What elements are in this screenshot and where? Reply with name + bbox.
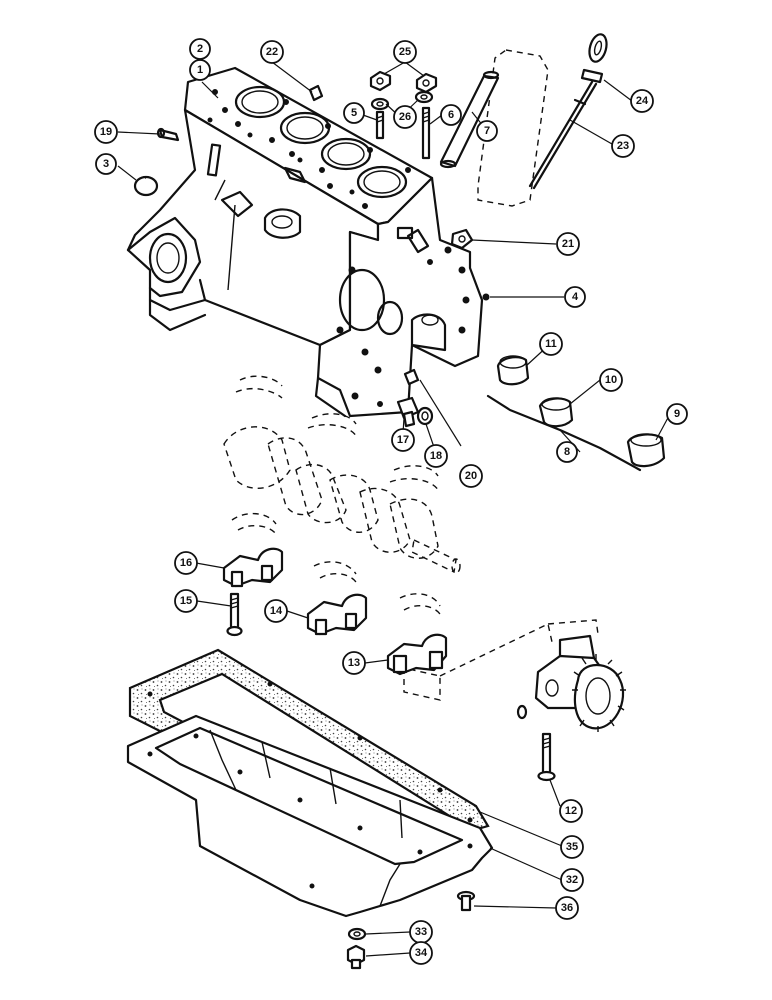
main-bearing-cap-13 — [386, 633, 448, 676]
callout-21: 21 — [556, 232, 580, 256]
nuts-25 — [369, 70, 438, 94]
svg-text:25: 25 — [399, 46, 411, 58]
plug-4 — [482, 293, 490, 301]
svg-text:3: 3 — [103, 158, 109, 170]
callout-7: 7 — [476, 120, 498, 142]
svg-text:33: 33 — [415, 926, 427, 938]
callout-12: 12 — [559, 799, 583, 823]
svg-text:8: 8 — [564, 446, 570, 458]
svg-text:36: 36 — [561, 902, 573, 914]
callout-17: 17 — [391, 428, 415, 452]
drain-plug-34 — [346, 944, 366, 970]
svg-text:21: 21 — [562, 238, 574, 250]
oil-pump — [516, 634, 626, 732]
callout-32: 32 — [560, 868, 584, 892]
svg-text:19: 19 — [100, 126, 112, 138]
callout-10: 10 — [599, 368, 623, 392]
svg-text:35: 35 — [566, 841, 578, 853]
pump-bolt-12 — [537, 732, 556, 782]
pan-bolt-36 — [456, 890, 476, 912]
svg-text:13: 13 — [348, 657, 360, 669]
cylinder-block — [126, 66, 484, 418]
callout-33: 33 — [409, 920, 433, 944]
svg-text:34: 34 — [415, 947, 428, 959]
callout-16: 16 — [174, 551, 198, 575]
svg-text:1: 1 — [197, 64, 203, 76]
main-bearing-cap-16 — [222, 547, 284, 588]
callout-20: 20 — [459, 464, 483, 488]
callout-2: 2 — [189, 38, 211, 60]
svg-text:10: 10 — [605, 374, 617, 386]
camshaft-bearings — [486, 355, 666, 472]
oil-pan — [126, 714, 494, 918]
callout-35: 35 — [560, 835, 584, 859]
svg-text:2: 2 — [197, 43, 203, 55]
studs-5-6 — [375, 106, 431, 160]
plug-22 — [308, 84, 324, 102]
callout-15: 15 — [174, 589, 198, 613]
svg-text:4: 4 — [572, 291, 579, 303]
svg-text:16: 16 — [180, 557, 192, 569]
svg-text:15: 15 — [180, 595, 192, 607]
callout-5: 5 — [343, 102, 365, 124]
expansion-plug-3 — [133, 175, 159, 197]
callout-6: 6 — [440, 104, 462, 126]
callout-3: 3 — [95, 153, 117, 175]
svg-text:18: 18 — [430, 450, 442, 462]
fitting-17-18 — [396, 396, 434, 428]
svg-text:24: 24 — [636, 95, 649, 107]
callout-11: 11 — [539, 332, 563, 356]
callout-24: 24 — [630, 89, 654, 113]
callout-34: 34 — [409, 941, 433, 965]
callout-18: 18 — [424, 444, 448, 468]
callout-13: 13 — [342, 651, 366, 675]
callout-4: 4 — [564, 286, 586, 308]
callout-8: 8 — [556, 441, 578, 463]
callout-22: 22 — [260, 40, 284, 64]
svg-text:26: 26 — [399, 111, 411, 123]
svg-text:7: 7 — [484, 125, 490, 137]
callout-14: 14 — [264, 599, 288, 623]
svg-text:6: 6 — [448, 109, 454, 121]
drain-plug-washer-33 — [347, 927, 367, 941]
dipstick-tube-7 — [439, 49, 549, 207]
oil-pressure-fitting-21 — [450, 228, 474, 250]
callout-26: 26 — [393, 105, 417, 129]
callout-25: 25 — [393, 40, 417, 64]
callout-1: 1 — [189, 59, 211, 81]
callout-36: 36 — [555, 896, 579, 920]
cap-bolt-15 — [226, 592, 243, 637]
callout-23: 23 — [611, 134, 635, 158]
svg-text:32: 32 — [566, 874, 578, 886]
dipstick-23 — [528, 33, 608, 190]
washers-26 — [370, 90, 434, 111]
callout-19: 19 — [94, 120, 118, 144]
plug-20 — [403, 368, 420, 386]
svg-text:12: 12 — [565, 805, 577, 817]
svg-text:11: 11 — [545, 338, 557, 350]
svg-text:14: 14 — [270, 605, 283, 617]
svg-text:20: 20 — [465, 470, 477, 482]
callout-9: 9 — [666, 403, 688, 425]
main-bearing-cap-14 — [306, 593, 368, 636]
svg-text:17: 17 — [397, 434, 409, 446]
svg-text:22: 22 — [266, 46, 278, 58]
svg-text:5: 5 — [351, 107, 357, 119]
crankshaft-phantom — [223, 375, 599, 701]
svg-text:23: 23 — [617, 140, 629, 152]
svg-text:9: 9 — [674, 408, 680, 420]
dowel-pin-19 — [156, 127, 180, 142]
